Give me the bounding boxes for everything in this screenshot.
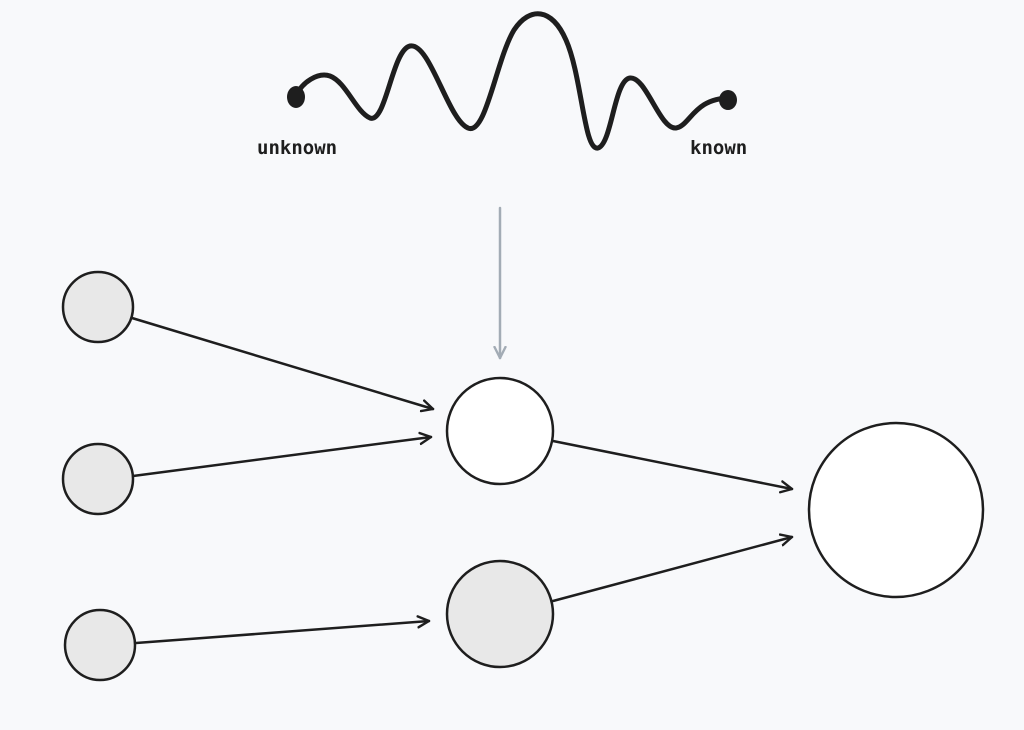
wave-left-label: unknown: [257, 137, 337, 159]
wave-start-blob: [287, 86, 305, 108]
edge-input-3-hidden-2: [134, 621, 431, 645]
edge-input-2-hidden-1: [131, 437, 433, 478]
input-node-2: [61, 442, 135, 516]
input-node-1: [61, 270, 135, 344]
wave-end-blob: [719, 90, 737, 110]
wave-group: unknown known: [257, 11, 747, 159]
edge-hidden-2-output: [551, 537, 794, 603]
edges-group: [130, 316, 794, 645]
hidden-node-1: [445, 376, 555, 486]
output-node: [807, 421, 985, 599]
input-node-3: [63, 608, 137, 682]
nodes-group: [61, 270, 985, 682]
edge-hidden-1-output: [551, 439, 794, 489]
wave-line: [293, 11, 733, 151]
edge-input-1-hidden-1: [130, 316, 435, 409]
hidden-node-2: [445, 559, 555, 669]
wave-right-label: known: [690, 137, 747, 159]
